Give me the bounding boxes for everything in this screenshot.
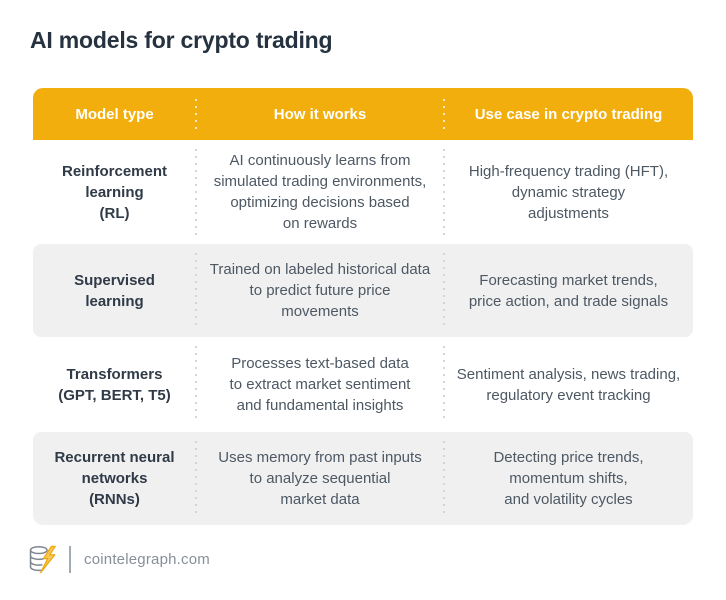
how-it-works-cell: Uses memory from past inputs to analyze … <box>195 432 444 525</box>
use-case-cell: Forecasting market trends, price action,… <box>443 244 693 337</box>
how-it-works-cell: Processes text-based data to extract mar… <box>195 337 444 432</box>
model-type-cell: Supervised learning <box>74 271 155 310</box>
footer-divider <box>69 546 71 573</box>
table-row-transformers: Transformers (GPT, BERT, T5) Processes t… <box>33 337 693 432</box>
table-row-reinforcement-learning: Reinforcement learning (RL) AI continuou… <box>33 140 693 244</box>
how-it-works-cell: Trained on labeled historical data to pr… <box>195 244 444 337</box>
cointelegraph-logo-icon <box>29 545 56 574</box>
use-case-cell: Sentiment analysis, news trading, regula… <box>443 337 693 432</box>
model-type-cell: Recurrent neural networks (RNNs) <box>54 449 175 508</box>
column-header-use-case: Use case in crypto trading <box>443 88 693 140</box>
how-it-works-cell: AI continuously learns from simulated tr… <box>195 140 444 244</box>
table-row-recurrent-neural-networks: Recurrent neural networks (RNNs) Uses me… <box>33 432 693 525</box>
model-type-cell: Reinforcement learning (RL) <box>61 162 168 222</box>
ai-models-table: Model type How it works Use case in cryp… <box>33 88 693 525</box>
footer: cointelegraph.com <box>28 543 210 576</box>
column-header-how-it-works: How it works <box>195 88 444 140</box>
table-header-row: Model type How it works Use case in cryp… <box>33 88 693 140</box>
table-row-supervised-learning: Supervised learning Trained on labeled h… <box>33 244 693 337</box>
page-title: AI models for crypto trading <box>30 27 333 53</box>
use-case-cell: Detecting price trends, momentum shifts,… <box>443 432 693 525</box>
column-header-model-type: Model type <box>75 105 154 123</box>
model-type-cell: Transformers (GPT, BERT, T5) <box>58 365 171 404</box>
use-case-cell: High-frequency trading (HFT), dynamic st… <box>443 140 693 244</box>
footer-site-label: cointelegraph.com <box>84 551 210 568</box>
